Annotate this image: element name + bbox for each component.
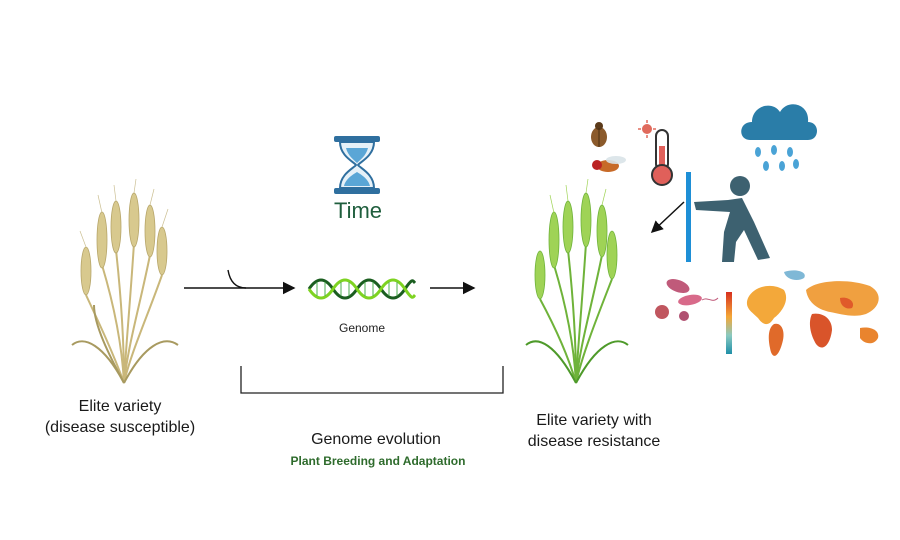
process-arrows — [184, 269, 476, 295]
left-plant-label: Elite variety (disease susceptible) — [44, 398, 196, 436]
person-pushing-icon — [686, 172, 770, 262]
pathogen-icon — [655, 279, 719, 321]
wheat-icon-resistant — [525, 178, 629, 384]
right-plant-label: Elite variety with disease resistance — [527, 412, 661, 450]
genome-label: Genome — [338, 321, 386, 335]
world-map-icon — [726, 270, 879, 356]
hourglass-icon — [334, 136, 380, 194]
beetle-icon — [591, 122, 607, 147]
wall-bar — [686, 172, 691, 262]
time-label: Time — [333, 198, 383, 223]
map-legend-bar — [726, 292, 732, 354]
evolution-bracket — [240, 366, 504, 394]
wheat-icon-susceptible — [71, 178, 179, 384]
arrow-curl — [227, 269, 247, 289]
thermometer-icon — [651, 129, 673, 186]
evolution-subtitle: Plant Breeding and Adaptation — [290, 454, 466, 468]
fly-icon — [592, 156, 626, 172]
virus-icon — [638, 120, 656, 138]
evolution-title: Genome evolution — [311, 431, 441, 448]
dna-icon — [307, 278, 417, 300]
rain-cloud-icon — [741, 104, 817, 171]
arrow-to-plant — [650, 201, 685, 234]
